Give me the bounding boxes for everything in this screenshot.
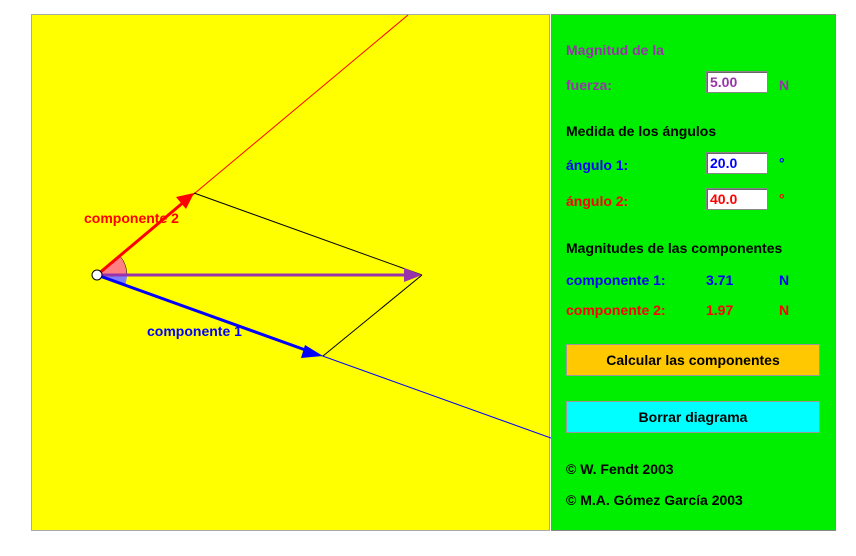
- angle2-unit: °: [779, 191, 785, 207]
- component1-arrowhead: [301, 345, 323, 358]
- component1-vector: [96, 273, 312, 354]
- origin-point[interactable]: [91, 269, 103, 281]
- component2-arrowhead: [176, 193, 194, 209]
- component1-value: 3.71: [706, 272, 734, 288]
- angles-heading: Medida de los ángulos: [566, 123, 717, 139]
- component1-result-label: componente 1:: [566, 272, 666, 288]
- angle1-label: ángulo 1:: [566, 157, 629, 173]
- force-diagram: [91, 14, 551, 439]
- force-unit: N: [779, 77, 790, 93]
- control-panel: Magnitud de la fuerza: 5.00 N Medida de …: [551, 14, 836, 531]
- component2-unit: N: [779, 302, 790, 318]
- calculate-components-button[interactable]: Calcular las componentes: [566, 344, 820, 376]
- parallelogram-side: [322, 274, 423, 357]
- force-label-2: fuerza:: [566, 77, 612, 93]
- force-label: Magnitud de la: [566, 42, 664, 58]
- component2-vector: [96, 199, 186, 277]
- angle2-input[interactable]: 40.0: [706, 188, 768, 210]
- diagram-canvas[interactable]: componente 2 componente 1: [31, 14, 551, 531]
- force-arrowhead: [404, 268, 422, 282]
- component2-result-label: componente 2:: [566, 302, 666, 318]
- copyright-fendt: © W. Fendt 2003: [566, 461, 674, 477]
- component1-unit: N: [779, 272, 790, 288]
- parallelogram-side: [193, 192, 423, 276]
- component2-label: componente 2: [84, 210, 179, 226]
- angle2-label: ángulo 2:: [566, 193, 629, 209]
- clear-diagram-button[interactable]: Borrar diagrama: [566, 401, 820, 433]
- angle1-unit: °: [779, 155, 785, 171]
- component2-value: 1.97: [706, 302, 734, 318]
- component1-label: componente 1: [147, 323, 242, 339]
- force-input[interactable]: 5.00: [706, 71, 768, 93]
- angle1-input[interactable]: 20.0: [706, 152, 768, 174]
- components-heading: Magnitudes de las componentes: [566, 240, 783, 256]
- copyright-gomez: © M.A. Gómez García 2003: [566, 492, 743, 508]
